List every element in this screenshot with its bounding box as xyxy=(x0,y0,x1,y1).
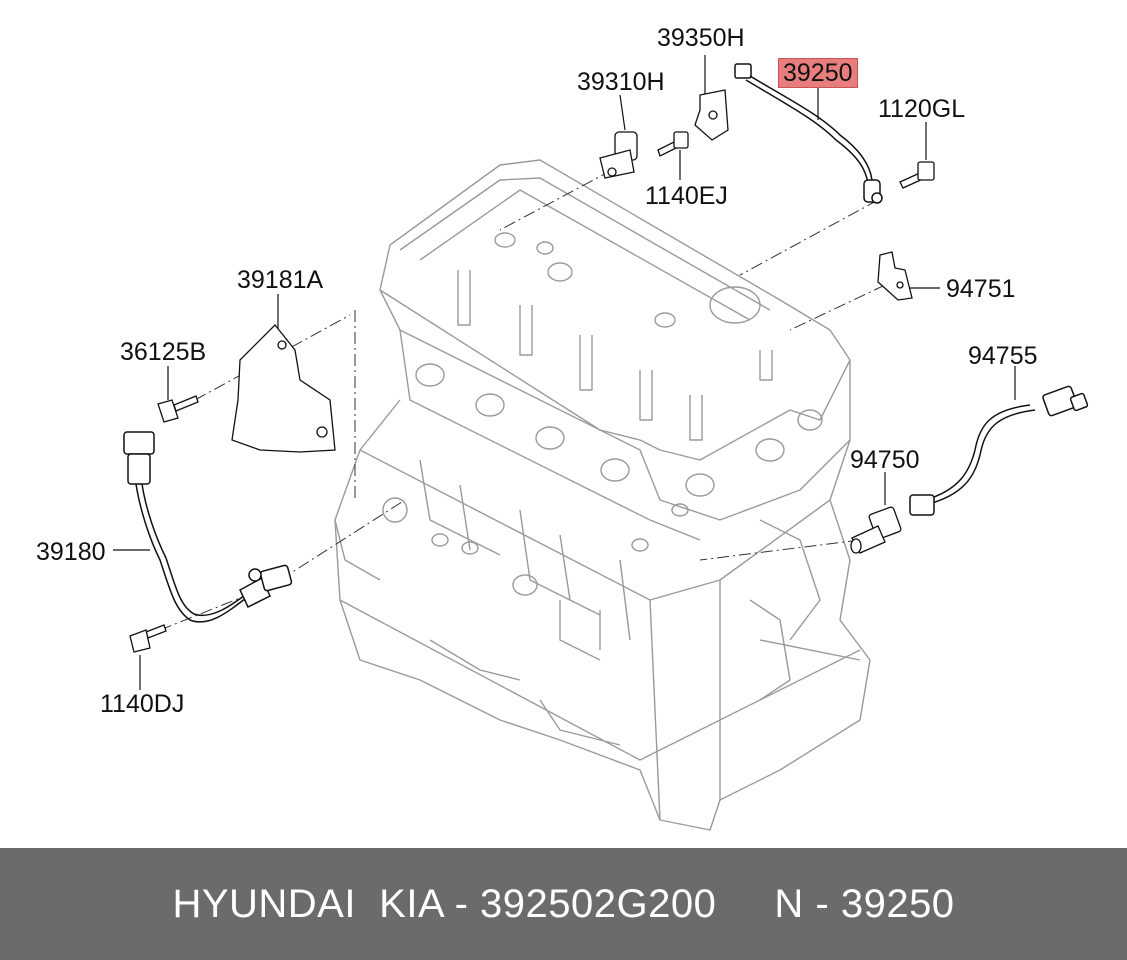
label-39180[interactable]: 39180 xyxy=(36,538,106,566)
part-39310H-sensor[interactable] xyxy=(599,131,638,179)
part-36125B-bolt[interactable] xyxy=(157,395,199,423)
part-1120GL-bolt[interactable] xyxy=(899,161,935,189)
pointer-lines xyxy=(113,55,1016,690)
part-1140DJ-bolt[interactable] xyxy=(129,624,167,653)
engine-block-drawing xyxy=(334,159,871,831)
label-36125B[interactable]: 36125B xyxy=(120,338,207,366)
label-1140DJ[interactable]: 1140DJ xyxy=(100,690,185,718)
label-39181A[interactable]: 39181A xyxy=(237,266,324,294)
label-1140EJ[interactable]: 1140EJ xyxy=(645,182,728,210)
part-94751-bracket[interactable] xyxy=(877,251,913,301)
label-94750[interactable]: 94750 xyxy=(850,446,920,474)
footer-bar: HYUNDAI KIA - 392502G200 N - 39250 xyxy=(0,848,1127,960)
diagram-area: 39350H 39310H 39250 1120GL 1140EJ 39181A… xyxy=(36,24,1089,831)
part-39350H-bracket[interactable] xyxy=(694,89,729,141)
label-39250-highlighted[interactable]: 39250 xyxy=(778,58,858,88)
part-39250-sensor[interactable] xyxy=(734,63,883,204)
part-39180-sensor[interactable] xyxy=(123,431,293,623)
label-94751[interactable]: 94751 xyxy=(946,275,1016,303)
label-39350H[interactable]: 39350H xyxy=(657,24,745,52)
engine-diagram xyxy=(113,55,1089,831)
label-94755[interactable]: 94755 xyxy=(968,342,1038,370)
part-1140EJ-bolt[interactable] xyxy=(657,131,689,157)
footer-part-info: HYUNDAI KIA - 392502G200 N - 39250 xyxy=(172,881,955,926)
part-94750-switch[interactable] xyxy=(850,506,902,554)
part-94755-wiring[interactable] xyxy=(909,385,1089,516)
label-39310H[interactable]: 39310H xyxy=(577,68,665,96)
part-39181A-cover[interactable] xyxy=(231,324,336,453)
label-1120GL[interactable]: 1120GL xyxy=(878,95,966,123)
